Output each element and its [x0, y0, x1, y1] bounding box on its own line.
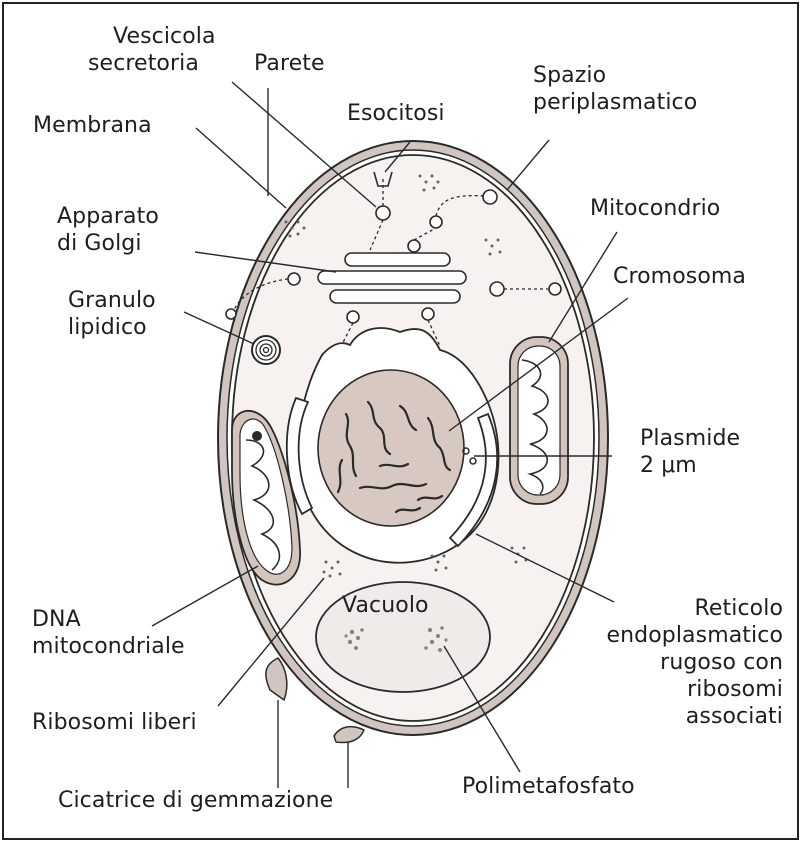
label-vescicola-line1: Vescicola	[88, 23, 216, 50]
label-mitocondrio: Mitocondrio	[590, 195, 720, 222]
label-cicatrice-di-gemmazione: Cicatrice di gemmazione	[58, 787, 333, 814]
label-reticolo-line3: rugoso con	[606, 649, 783, 676]
label-golgi-line1: Apparato	[57, 203, 159, 230]
label-dna-line1: DNA	[32, 606, 185, 633]
label-dna-mitocondriale: DNA mitocondriale	[32, 606, 185, 660]
label-vacuolo: Vacuolo	[342, 592, 429, 619]
label-apparato-di-golgi: Apparato di Golgi	[57, 203, 159, 257]
label-cromosoma: Cromosoma	[613, 263, 746, 290]
label-spazio-line1: Spazio	[533, 62, 697, 89]
label-membrana: Membrana	[33, 112, 152, 139]
label-dna-line2: mitocondriale	[32, 633, 185, 660]
label-golgi-line2: di Golgi	[57, 230, 159, 257]
label-ribosomi-liberi: Ribosomi liberi	[32, 709, 197, 736]
label-reticolo-line1: Reticolo	[606, 595, 783, 622]
label-granulo-line1: Granulo	[68, 287, 156, 314]
leader-membrana	[196, 128, 286, 208]
label-spazio-periplasmatico: Spazio periplasmatico	[533, 62, 697, 116]
label-reticolo-line2: endoplasmatico	[606, 622, 783, 649]
label-reticolo-endoplasmatico: Reticolo endoplasmatico rugoso con ribos…	[606, 595, 783, 730]
label-granulo-lipidico: Granulo lipidico	[68, 287, 156, 341]
leader-spazio	[507, 140, 549, 190]
label-polimetafosfato: Polimetafosfato	[462, 773, 635, 800]
label-vescicola-line2: secretoria	[88, 50, 216, 77]
label-esocitosi: Esocitosi	[347, 100, 445, 127]
mitochondrial-dna	[252, 431, 262, 441]
label-plasmide-line1: Plasmide	[640, 425, 740, 452]
nucleus	[318, 370, 464, 526]
lipid-granule	[252, 336, 280, 364]
mitochondrion-right	[510, 337, 568, 504]
label-parete: Parete	[254, 50, 325, 77]
label-spazio-line2: periplasmatico	[533, 89, 697, 116]
label-reticolo-line4: ribosomi	[606, 676, 783, 703]
label-plasmide: Plasmide 2 μm	[640, 425, 740, 479]
label-plasmide-line2: 2 μm	[640, 452, 740, 479]
label-reticolo-line5: associati	[606, 703, 783, 730]
label-granulo-line2: lipidico	[68, 314, 156, 341]
label-vescicola-secretoria: Vescicola secretoria	[88, 23, 216, 77]
